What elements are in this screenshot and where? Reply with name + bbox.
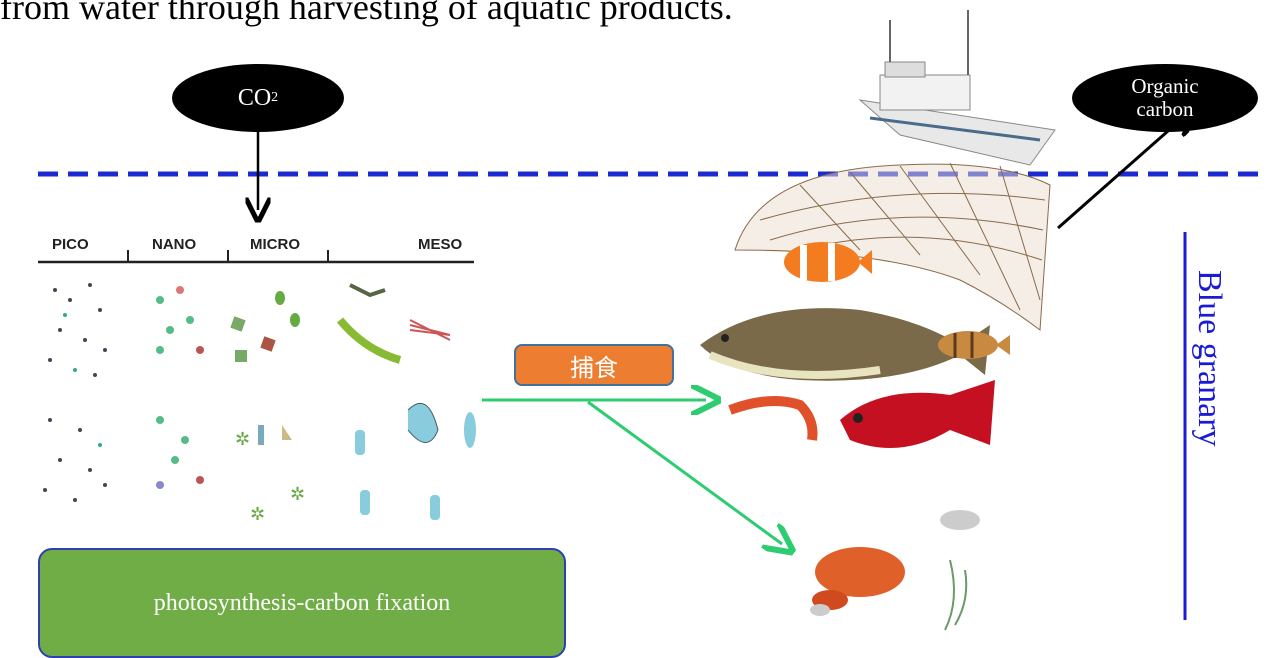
crab-icon: [810, 510, 980, 630]
svg-text:✲: ✲: [250, 504, 265, 524]
size-label-pico: PICO: [52, 236, 89, 253]
photosynthesis-box: photosynthesis-carbon fixation: [38, 548, 566, 658]
boat-icon: [860, 10, 1055, 165]
size-label-meso: MESO: [418, 236, 462, 253]
plankton-chart: ✲ ✲ ✲: [38, 250, 476, 524]
size-label-micro: MICRO: [250, 236, 300, 253]
svg-text:✲: ✲: [290, 484, 305, 504]
red-fish-icon: [840, 380, 995, 448]
nano-plankton-icon: [156, 286, 204, 489]
meso-plankton-icon: [340, 285, 476, 520]
predation-arrow-crab: [588, 402, 782, 544]
predation-box: 捕食: [514, 344, 674, 386]
size-label-nano: NANO: [152, 236, 196, 253]
pico-plankton-icon: [43, 283, 107, 502]
blue-granary-label: Blue granary: [1190, 270, 1228, 447]
shrimp-icon: [730, 401, 813, 440]
micro-plankton-icon: ✲ ✲ ✲: [230, 291, 305, 524]
fishing-net-icon: [735, 163, 1050, 330]
svg-text:✲: ✲: [235, 429, 250, 449]
striped-fish-icon: [938, 331, 1010, 359]
